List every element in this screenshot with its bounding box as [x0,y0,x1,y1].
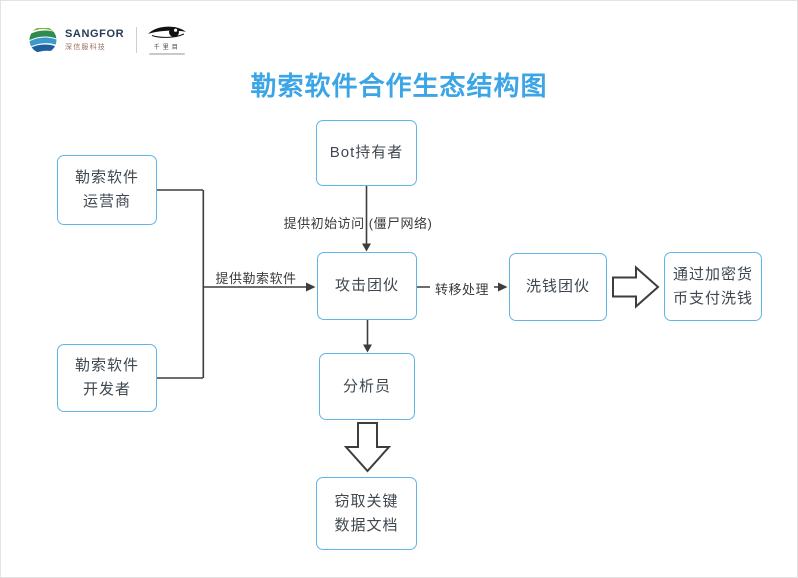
node-ransomware-operator: 勒索软件 运营商 [57,155,157,225]
edge-label-initial-access: 提供初始访问 (僵尸网络) [283,216,433,231]
brand-block: SANGFOR 深信服科技 [65,28,124,52]
arrowhead-into-launder [498,282,508,292]
node-bot-holder: Bot持有者 [316,120,417,186]
edge-label-provide-ransomware: 提供勒索软件 [215,271,297,286]
page-title: 勒索软件合作生态结构图 [250,71,548,101]
arrowhead-into-analyst [363,344,372,353]
brand-subtitle: 深信服科技 [65,43,106,51]
block-arrow-down-icon [343,422,392,473]
edge-label-transfer: 转移处理 [430,279,494,298]
logo-divider [136,26,138,53]
logo-bar: SANGFOR 深信服科技 千里目 [28,24,187,55]
node-analyst: 分析员 [319,353,415,420]
arrowhead-into-attack-top [362,243,371,252]
lab-name: 千里目 [153,45,181,51]
arrowhead-into-attack [306,282,316,292]
node-attack-group: 攻击团伙 [317,252,417,320]
node-laundering-group: 洗钱团伙 [509,253,607,321]
brand-name: SANGFOR [65,27,125,40]
lab-subtext-line [149,53,186,55]
node-crypto-payment: 通过加密货 币支付洗钱 [664,252,762,321]
node-steal-data: 窃取关键 数据文档 [316,477,417,550]
sangfor-globe-icon [29,26,57,53]
eye-icon [148,26,187,38]
lab-logo-block: 千里目 [147,24,187,55]
node-ransomware-developer: 勒索软件 开发者 [57,344,157,412]
block-arrow-right-icon [612,265,660,309]
